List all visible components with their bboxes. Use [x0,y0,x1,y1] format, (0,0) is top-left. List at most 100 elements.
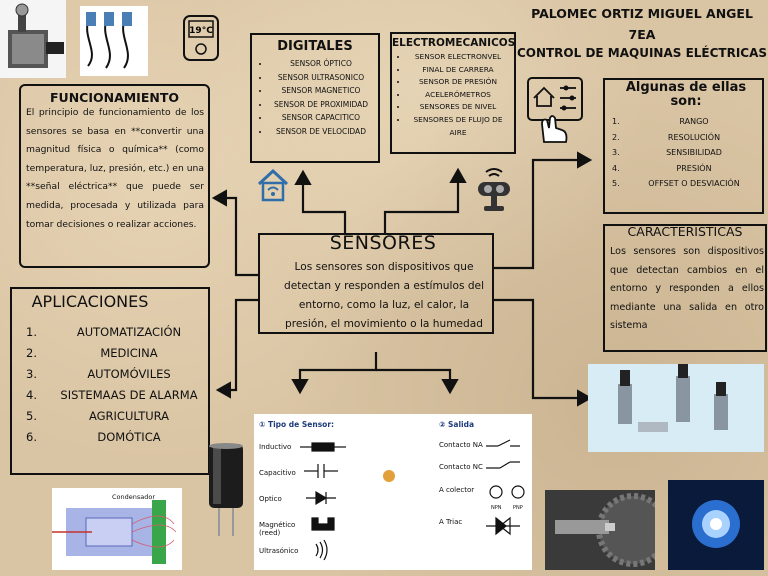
course-title: CONTROL DE MAQUINAS ELÉCTRICAS [516,46,768,60]
algunas-number: 2. [612,132,620,142]
aplicaciones-title: APLICACIONES [31,292,149,311]
aplicaciones-item: 1. AUTOMATIZACIÓN [26,322,206,343]
tipo-sensor-title: Tipo de Sensor: [267,420,335,429]
algunas-number: 4. [612,163,620,173]
tipo-magnetico: Magnético (reed) [259,521,296,537]
aplicaciones-item: 4. SISTEMAAS DE ALARMA [26,385,206,406]
caracteristicas-title: CARACTERISTICAS [627,224,743,239]
aplicaciones-label: AGRICULTURA [88,409,170,423]
limit-switch-photo [0,0,66,78]
algunas-label: PRESIÓN [676,163,712,173]
algunas-label: RESOLUCIÓN [667,132,721,142]
digitales-item: SENSOR MAGNETICO [270,84,372,98]
aplicaciones-item: 3. AUTOMÓVILES [26,364,206,385]
digitales-box: DIGITALES SENSOR ÓPTICOSENSOR ULTRASONIC… [250,33,380,163]
funcionamiento-text: El principio de funcionamiento de los se… [26,107,204,230]
tipo-optico: Optico [259,495,282,503]
funcionamiento-box: FUNCIONAMIENTO [19,84,210,268]
algunas-item: 2. RESOLUCIÓN [612,130,762,146]
aplicaciones-number: 6. [26,430,37,444]
digitales-item: SENSOR ULTRASONICO [270,71,372,85]
algunas-box [603,78,764,214]
condensador-label: Condensador [112,493,156,501]
digitales-list: SENSOR ÓPTICOSENSOR ULTRASONICOSENSOR MA… [256,57,372,138]
tipo-sensor-header: ① Tipo de Sensor: [259,420,334,429]
salida-na: Contacto NA [439,441,483,449]
gear-sensor-photo [545,490,655,570]
tipo-sensor-num: ① [259,420,266,429]
blue-sensor-photo [668,480,764,570]
control-panel-icon [522,72,590,144]
aplicaciones-label: DOMÓTICA [97,430,161,444]
thermo-reading: 19°C [189,26,213,36]
digitales-item: SENSOR DE VELOCIDAD [270,125,372,139]
electromecanicos-item: SENSORES DE FLUJO DE AIRE [408,114,508,139]
salida-header: ② Salida [439,420,474,429]
symbols-table [254,414,532,570]
aplicaciones-label: AUTOMATIZACIÓN [76,325,182,339]
algunas-label: RANGO [679,117,709,126]
webcam-icon [474,164,514,218]
aplicaciones-list: 1. AUTOMATIZACIÓN 2. MEDICINA 3. AUTOMÓVILES 4… [26,322,206,448]
aplicaciones-label: SISTEMAAS DE ALARMA [60,388,198,402]
electromecanicos-item: ACELERÓMETROS [408,89,508,102]
aplicaciones-number: 1. [26,325,37,339]
thermometer-icon: 19°C [180,12,222,64]
aplicaciones-item: 2. MEDICINA [26,343,206,364]
algunas-item: 5. OFFSET O DESVIACIÓN [612,176,762,192]
sensores-description: Los sensores son dispositivos que detect… [283,261,485,330]
tipo-ultrasonico: Ultrasónico [259,547,299,555]
salida-num: ② [439,420,446,429]
algunas-label: OFFSET O DESVIACIÓN [648,179,740,188]
author-name: PALOMEC ORTIZ MIGUEL ANGEL [531,6,753,21]
aplicaciones-label: MEDICINA [100,346,158,360]
electromecanicos-item: SENSOR ELECTRONVEL [408,51,508,64]
algunas-number: 5. [612,179,620,188]
algunas-list: 1. RANGO 2. RESOLUCIÓN 3. SENSIBILIDAD 4. PRESI… [612,114,762,192]
pnp-label: PNP [513,505,523,511]
tipo-capacitivo: Capacitivo [259,469,296,477]
capacitor-photo [205,442,247,538]
sensores-title: SENSORES [329,232,437,254]
funcionamiento-title: FUNCIONAMIENTO [50,90,179,105]
smart-home-icon [253,164,293,204]
electromecanicos-item: SENSORES DE NIVEL [408,101,508,114]
salida-colector: A colector [439,486,475,494]
aplicaciones-label: AUTOMÓVILES [87,367,171,381]
aplicaciones-number: 3. [26,367,37,381]
salida-triac: A Triac [439,518,463,526]
group-code: 7EA [628,27,656,42]
condensador-diagram: Condensador [52,488,182,570]
aplicaciones-number: 5. [26,409,37,423]
sensor-symbols [300,439,525,561]
digitales-title: DIGITALES [277,39,353,54]
algunas-item: 3. SENSIBILIDAD [612,145,762,161]
caracteristicas-text: Los sensores son dispositivos que detect… [610,246,764,332]
aplicaciones-item: 5. AGRICULTURA [26,406,206,427]
electromecanicos-title: ELECTROMECANICOS [392,37,516,49]
npn-label: NPN [491,505,502,511]
digitales-item: SENSOR CAPACITICO [270,111,372,125]
electromecanicos-box: ELECTROMECANICOS SENSOR ELECTRONVELFINAL… [390,32,516,154]
aplicaciones-box [10,287,210,475]
salida-nc: Contacto NC [439,463,483,471]
algunas-label: SENSIBILIDAD [666,148,722,157]
aplicaciones-number: 4. [26,388,37,402]
aplicaciones-number: 2. [26,346,37,360]
caracteristicas-box [603,224,767,352]
sensores-box [258,233,494,334]
algunas-number: 3. [612,148,620,157]
electromecanicos-list: SENSOR ELECTRONVELFINAL DE CARRERASENSOR… [394,51,508,139]
digitales-item: SENSOR DE PROXIMIDAD [270,98,372,112]
aplicaciones-item: 6. DOMÓTICA [26,427,206,448]
algunas-item: 4. PRESIÓN [612,161,762,177]
proximity-sensors-photo [80,6,148,76]
electromecanicos-item: SENSOR DE PRESIÓN [408,76,508,89]
algunas-item: 1. RANGO [612,114,762,130]
salida-title: Salida [447,420,475,429]
algunas-number: 1. [612,117,620,126]
tipo-inductivo: Inductivo [259,443,292,451]
pressure-sensors-photo [588,364,764,452]
digitales-item: SENSOR ÓPTICO [270,57,372,71]
